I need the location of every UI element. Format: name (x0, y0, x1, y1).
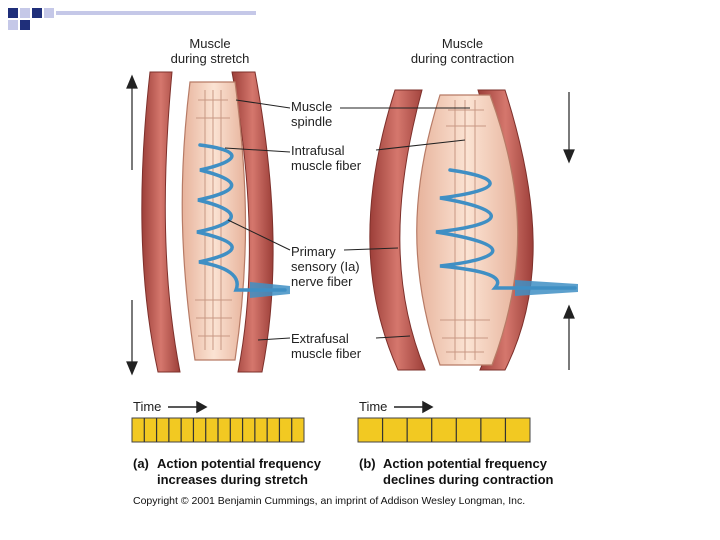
label-extrafusal-fiber: Extrafusal muscle fiber (291, 331, 362, 361)
caption-b: (b) Action potential frequency declines … (359, 456, 554, 487)
stretched-muscle (126, 71, 290, 376)
label-muscle-spindle: Muscle spindle (291, 99, 333, 129)
extrafusal-fiber-left-outer-contracted (369, 89, 426, 371)
copyright-notice: Copyright © 2001 Benjamin Cummings, an i… (133, 495, 526, 507)
time-arrows (168, 400, 434, 414)
recording-bar-stretch (131, 417, 305, 443)
label-intrafusal-fiber: Intrafusal muscle fiber (291, 143, 362, 173)
contracted-nerve-coil (435, 168, 577, 290)
heading-contraction: Muscle during contraction (410, 36, 515, 66)
recording-bar-contraction (357, 417, 531, 443)
heading-stretch: Muscle during stretch (170, 36, 250, 66)
slide-corner-decoration (0, 0, 260, 40)
label-primary-sensory-nerve: Primary sensory (Ia) nerve fiber (291, 244, 360, 289)
contracted-spindle-capsule (416, 94, 519, 366)
stretched-nerve-coil (196, 143, 287, 292)
contracted-muscle (369, 89, 578, 371)
leader-lines (224, 99, 470, 341)
extrafusal-fiber-right-outer (231, 71, 274, 373)
extrafusal-fiber-left-outer (141, 71, 181, 373)
time-label-a: Time (133, 399, 162, 414)
time-label-b: Time (359, 399, 388, 414)
caption-a: (a) Action potential frequency increases… (133, 456, 321, 487)
